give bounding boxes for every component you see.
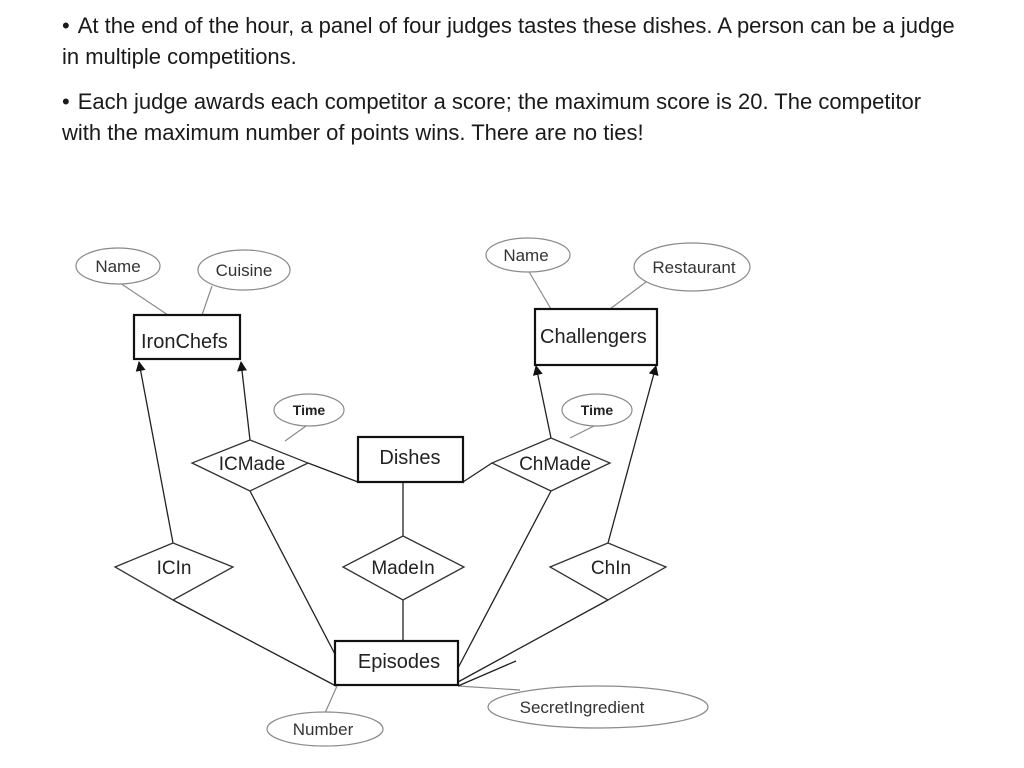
arrow-icin-ironchefs bbox=[135, 361, 174, 544]
attribute-label: Name bbox=[95, 257, 140, 276]
line-chin-episodes bbox=[457, 599, 609, 683]
connector-ironchefs-cuisine bbox=[201, 285, 213, 316]
attribute-label: Cuisine bbox=[216, 261, 273, 280]
entity-box bbox=[356, 435, 465, 484]
relationship-connectors bbox=[135, 361, 659, 687]
attribute-ellipse bbox=[197, 249, 291, 291]
relationship-diamond bbox=[341, 535, 466, 601]
attribute-label: Name bbox=[503, 246, 548, 265]
bullet-marker: • bbox=[62, 13, 70, 38]
entity-label: Challengers bbox=[540, 326, 647, 348]
arrow-icmade-ironchefs bbox=[237, 361, 251, 441]
attribute-ellipse bbox=[266, 711, 384, 747]
relationship-label: MadeIn bbox=[371, 558, 434, 579]
attribute-ironchefs-cuisine: Cuisine bbox=[197, 249, 291, 291]
relationship-chmade: ChMade bbox=[490, 437, 612, 492]
line-chmade-dishes bbox=[462, 462, 493, 483]
connector-episodes-number bbox=[324, 685, 338, 714]
arrow-chmade-challengers bbox=[532, 365, 552, 439]
connector-ironchefs-name bbox=[119, 282, 169, 316]
relationship-diamond bbox=[190, 439, 310, 492]
line-episodes-extra bbox=[457, 660, 517, 687]
attribute-ellipse bbox=[75, 247, 161, 285]
line-icmade-episodes bbox=[249, 490, 339, 661]
bullet-item-judges: •At the end of the hour, a panel of four… bbox=[62, 10, 962, 72]
relationship-label: ChMade bbox=[519, 454, 591, 475]
arrow-chin-challengers bbox=[607, 365, 659, 544]
line-icin-episodes bbox=[172, 599, 337, 687]
relationship-label: ICIn bbox=[157, 558, 192, 579]
attribute-ellipse bbox=[487, 685, 709, 729]
line-chmade-episodes bbox=[457, 490, 552, 669]
relationship-madein: MadeIn bbox=[341, 535, 466, 601]
relationship-diamond bbox=[548, 542, 668, 601]
entity-box bbox=[132, 313, 242, 361]
relationship-diamond bbox=[113, 542, 235, 601]
connector-icmade-time bbox=[284, 425, 307, 442]
line-icmade-dishes bbox=[307, 462, 359, 483]
attribute-label: Time bbox=[293, 402, 326, 418]
attribute-ellipse bbox=[633, 242, 751, 292]
entity-dishes: Dishes bbox=[356, 435, 465, 484]
bullet-marker: • bbox=[62, 89, 70, 114]
attribute-label: Number bbox=[293, 720, 354, 739]
attribute-ellipse bbox=[485, 237, 571, 273]
connector-chmade-time bbox=[569, 425, 595, 439]
attribute-episodes-secretingredient: SecretIngredient bbox=[487, 685, 709, 729]
bullet-item-scoring: •Each judge awards each competitor a sco… bbox=[62, 86, 962, 148]
attribute-ellipse bbox=[273, 393, 345, 427]
relationship-label: ChIn bbox=[591, 558, 631, 579]
attribute-icmade-time: Time bbox=[273, 393, 345, 427]
attribute-label: Time bbox=[581, 402, 614, 418]
entity-label: IronChefs bbox=[141, 331, 228, 353]
relationship-diamond bbox=[490, 437, 612, 492]
bullet-text: At the end of the hour, a panel of four … bbox=[62, 13, 955, 69]
relationship-chin: ChIn bbox=[548, 542, 668, 601]
entity-episodes: Episodes bbox=[333, 639, 460, 687]
relationship-icin: ICIn bbox=[113, 542, 235, 601]
attribute-challengers-restaurant: Restaurant bbox=[633, 242, 751, 292]
attribute-ironchefs-name: Name bbox=[75, 247, 161, 285]
bullet-list: •At the end of the hour, a panel of four… bbox=[62, 10, 962, 162]
connector-episodes-secretingredient bbox=[457, 685, 521, 691]
entity-challengers: Challengers bbox=[533, 307, 659, 367]
attribute-chmade-time: Time bbox=[561, 393, 633, 427]
attribute-label: Restaurant bbox=[652, 258, 735, 277]
attribute-ellipse bbox=[561, 393, 633, 427]
attribute-episodes-number: Number bbox=[266, 711, 384, 747]
entity-box bbox=[533, 307, 659, 367]
bullet-text: Each judge awards each competitor a scor… bbox=[62, 89, 922, 145]
connector-challengers-name bbox=[527, 269, 552, 310]
entity-label: Episodes bbox=[358, 651, 440, 673]
attribute-label: SecretIngredient bbox=[520, 698, 645, 717]
entity-ironchefs: IronChefs bbox=[132, 313, 242, 361]
connector-challengers-restaurant bbox=[609, 281, 647, 310]
attribute-challengers-name: Name bbox=[485, 237, 571, 273]
entity-box bbox=[333, 639, 460, 687]
relationship-icmade: ICMade bbox=[190, 439, 310, 492]
attribute-connectors bbox=[119, 269, 647, 714]
entity-label: Dishes bbox=[379, 447, 440, 469]
relationship-label: ICMade bbox=[219, 454, 286, 475]
